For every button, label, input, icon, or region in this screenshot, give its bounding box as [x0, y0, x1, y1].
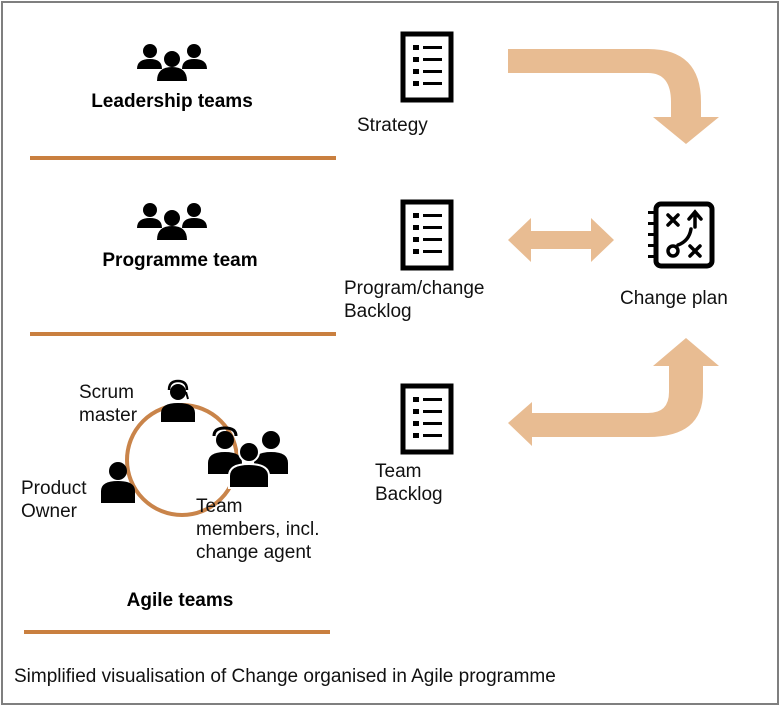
team-backlog-label: Team Backlog — [375, 461, 443, 505]
strategy-label: Strategy — [357, 115, 428, 136]
team-backlog-document-icon — [403, 386, 451, 452]
programme-people-icon — [137, 203, 207, 240]
team-members-icon — [208, 426, 288, 489]
product-owner-label: Product Owner — [21, 478, 87, 522]
agile-teams-label: Agile teams — [126, 590, 234, 611]
strategy-document-icon — [403, 34, 451, 100]
scrum-master-label: Scrum master — [79, 382, 138, 426]
backlog-plan-double-arrow — [508, 218, 614, 262]
change-plan-label: Change plan — [620, 288, 728, 309]
program-backlog-document-icon — [403, 202, 451, 268]
diagram-caption: Simplified visualisation of Change organ… — [14, 666, 556, 687]
plan-to-team-arrow — [508, 338, 719, 446]
leadership-people-icon — [137, 44, 207, 81]
strategy-to-plan-arrow — [508, 49, 719, 144]
program-backlog-label: Program/change Backlog — [344, 278, 485, 322]
leadership-teams-label: Leadership teams — [91, 91, 253, 112]
team-members-label: Team members, incl. change agent — [196, 496, 320, 563]
scrum-master-icon — [161, 379, 195, 422]
change-plan-icon — [648, 201, 715, 269]
programme-team-label: Programme team — [102, 250, 258, 271]
